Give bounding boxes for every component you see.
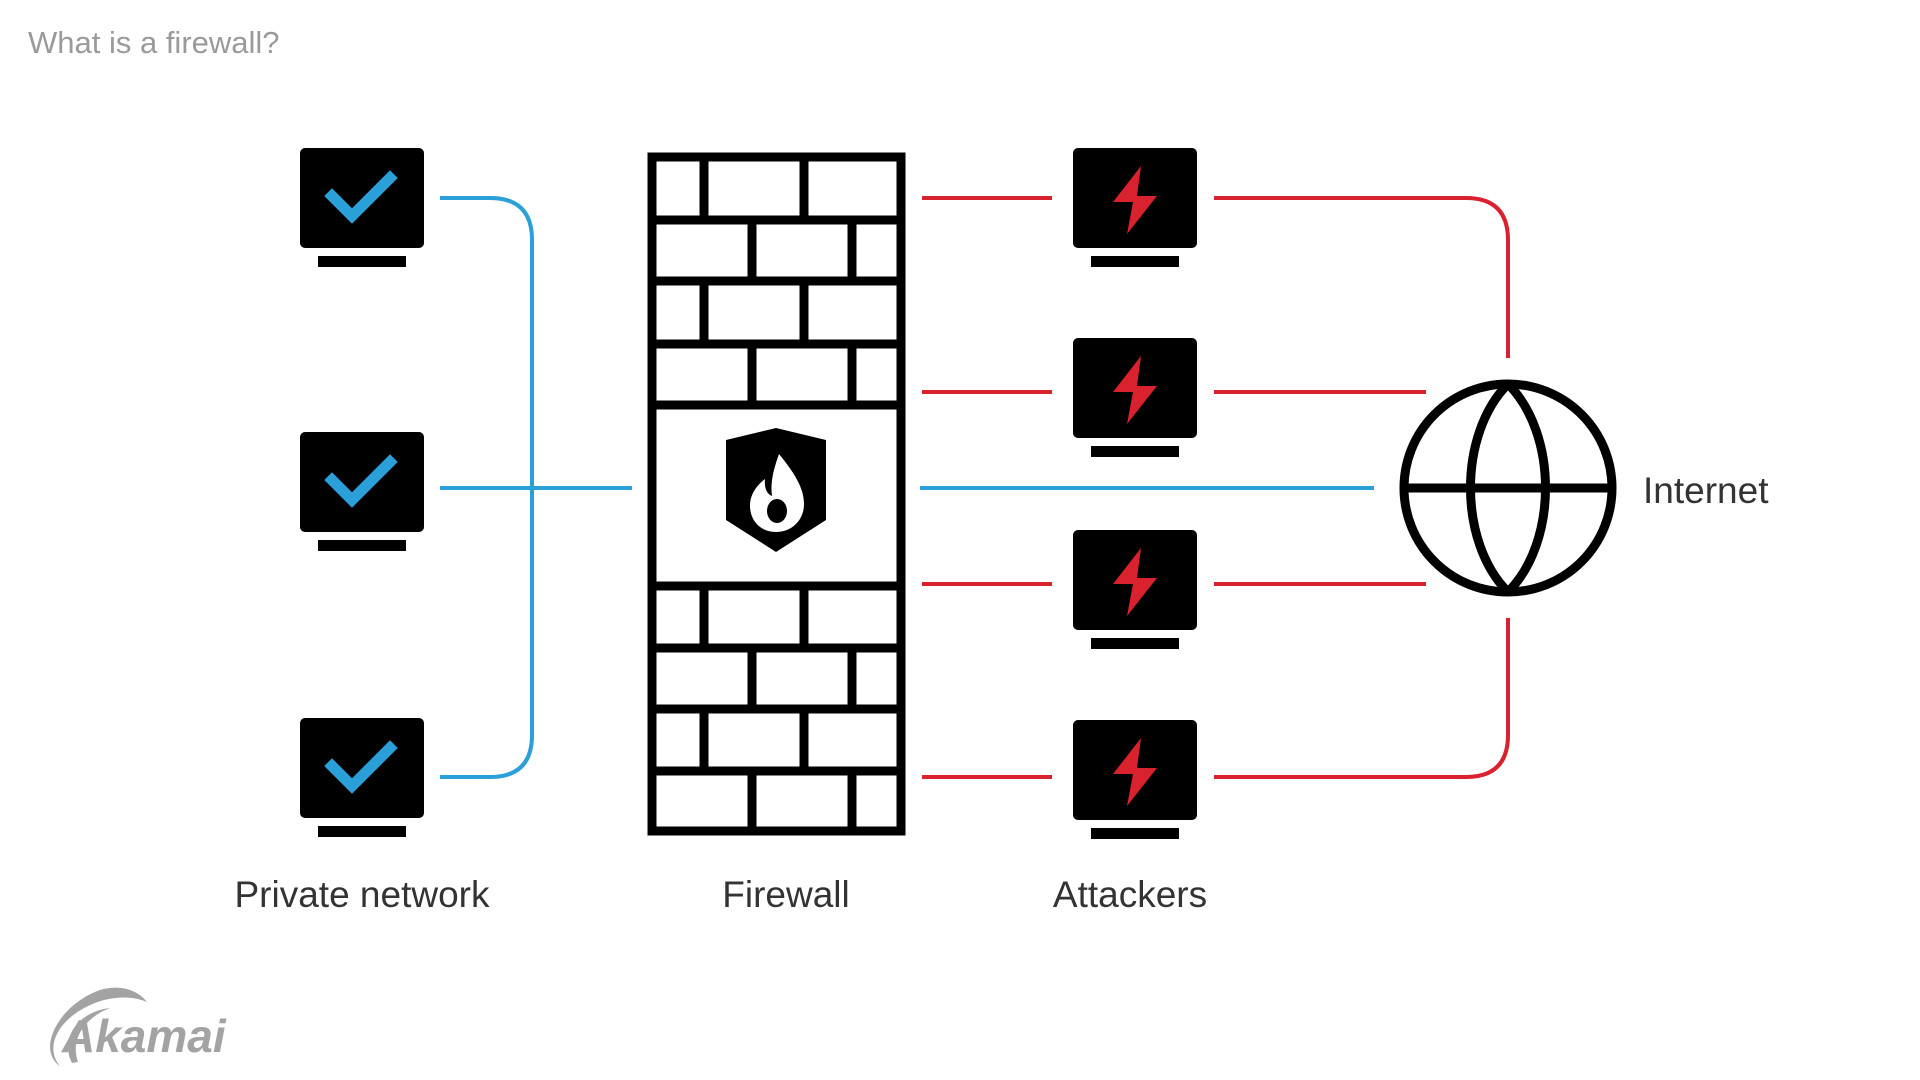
lightning-monitor-icon [1073,148,1197,267]
label-private-network: Private network [235,874,490,915]
blocked-traffic-lines [922,196,1510,779]
globe-icon [1399,379,1617,597]
lightning-monitor-icon [1073,530,1197,649]
allowed-traffic-lines [440,196,1374,779]
label-attackers: Attackers [1053,874,1207,915]
page-title: What is a firewall? [28,25,280,60]
brick-wall-icon [647,152,906,836]
label-firewall: Firewall [722,874,849,915]
logo-text: Akamai [61,1010,227,1062]
check-monitor-icon [300,148,424,267]
flame-shield-icon [726,428,826,552]
lightning-monitor-icon [1073,338,1197,457]
check-monitor-icon [300,718,424,837]
check-monitor-icon [300,432,424,551]
lightning-monitor-icon [1073,720,1197,839]
akamai-logo: Akamai [50,987,227,1066]
label-internet: Internet [1643,470,1769,511]
